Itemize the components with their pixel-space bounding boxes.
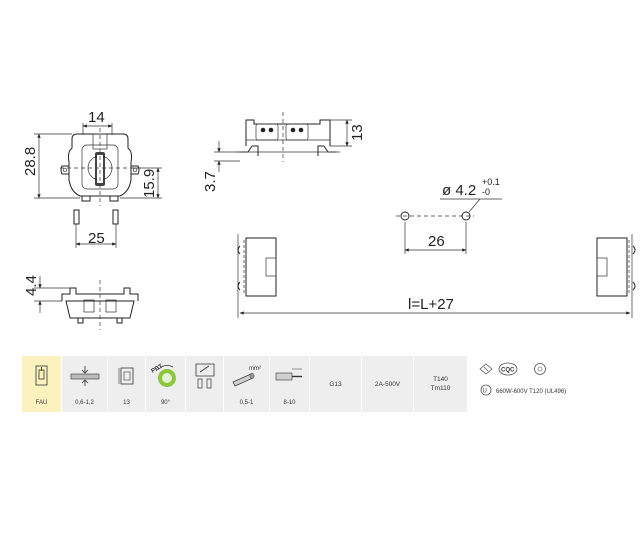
- strip-length-icon: [275, 368, 302, 381]
- pse-mark-icon: [534, 363, 546, 375]
- ul-rating-text: 660W-600V T120 (UL496): [496, 389, 566, 395]
- feature-caption: FAU: [35, 400, 48, 406]
- feature-temperature: T140 Tm110: [414, 356, 467, 412]
- dim-side-height: 13: [349, 124, 366, 141]
- fau-icon: [35, 365, 47, 386]
- push-in-terminal-icon: [195, 363, 214, 389]
- height-icon: [118, 367, 133, 385]
- dim-length-formula: l=L+27: [408, 296, 454, 313]
- dim-height-total: 28.8: [22, 147, 39, 176]
- feature-strip: FAU 0,6-1,2 13 PBT 90°: [22, 356, 467, 412]
- feature-caption: 90°: [160, 400, 171, 406]
- feature-caption: T140 Tm110: [430, 376, 451, 392]
- lamp-length-view: [237, 234, 636, 318]
- feature-rotation: PBT 90°: [146, 356, 186, 412]
- dim-front-height: 4.4: [23, 275, 40, 296]
- front-view: [34, 123, 162, 248]
- dim-height-half: 15.9: [141, 169, 158, 198]
- feature-strip-length: 8-10: [270, 356, 310, 412]
- feature-caption: 13: [123, 400, 130, 406]
- front-elevation: [34, 276, 139, 330]
- ul-mark-icon: U: [480, 384, 492, 396]
- feature-height: 13: [108, 356, 146, 412]
- ce-mark-icon: [479, 363, 493, 375]
- feature-caption: 8-10: [283, 400, 296, 406]
- pbt-badge: PBT: [151, 363, 164, 374]
- certification-icons: CQC U 660W-600V T120 (UL496): [479, 362, 566, 396]
- feature-fau: FAU: [22, 356, 62, 412]
- wire-thickness-icon: [70, 366, 99, 386]
- svg-text:U: U: [483, 389, 487, 395]
- feature-caption: 0,6-1,2: [75, 400, 94, 406]
- certification-marks: CQC U 660W-600V T120 (UL496): [470, 356, 630, 412]
- feature-caption: 0,5-1: [239, 400, 254, 406]
- feature-wire-cross-section: mm² 0,5-1: [224, 356, 270, 412]
- dim-hole-tol-plus: +0.1: [482, 177, 500, 187]
- rotation-90-icon: PBT: [151, 363, 176, 387]
- mounting-holes: [396, 198, 502, 254]
- technical-drawing: 14 28.8 15.9 25 13 3.7: [22, 109, 636, 330]
- feature-base-type: G13: [310, 356, 362, 412]
- ccc-mark-label: CQC: [501, 368, 515, 374]
- feature-caption: 2A-500V: [374, 380, 401, 388]
- feature-push-in: [186, 356, 224, 412]
- dim-top-width: 14: [88, 109, 105, 126]
- side-view: [214, 112, 352, 172]
- feature-wire-thickness: 0,6-1,2: [62, 356, 108, 412]
- dim-width-base: 25: [88, 230, 105, 247]
- unit-label: mm²: [249, 366, 261, 372]
- dim-hole-tol-minus: -0: [482, 187, 490, 197]
- dim-hole-spacing: 26: [428, 233, 445, 250]
- dim-hole-diameter: ø 4.2: [442, 182, 476, 199]
- ccc-mark-icon: CQC: [498, 362, 518, 376]
- wire-cross-section-icon: mm²: [232, 366, 261, 387]
- feature-rating: 2A-500V: [362, 356, 414, 412]
- dim-side-offset: 3.7: [202, 171, 219, 192]
- feature-caption: G13: [329, 380, 342, 388]
